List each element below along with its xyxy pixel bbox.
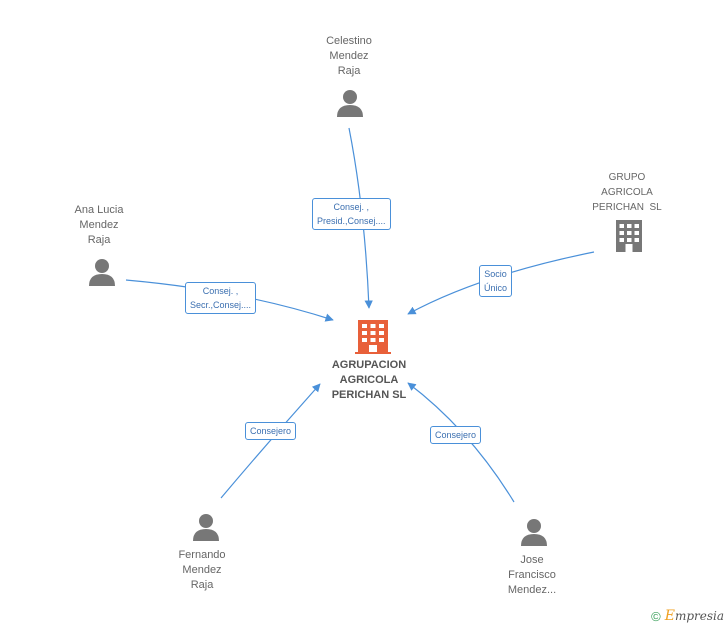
node-name-line: Ana Lucia: [74, 204, 124, 216]
building-icon: [355, 320, 391, 354]
node-name-line: Francisco: [508, 569, 556, 581]
edge-label-line: Consejero: [435, 430, 477, 440]
edge-label-line: Presid.,Consej....: [317, 216, 386, 226]
node-name-line: AGRICOLA: [601, 187, 653, 198]
person-icon: [521, 519, 547, 546]
brand-name: mpresia: [674, 609, 724, 623]
node-name-line: AGRUPACION: [331, 359, 407, 371]
edge-label-line: Consejero: [250, 426, 292, 436]
node-name-line: Celestino: [326, 35, 372, 47]
node-name-line: Jose: [520, 554, 544, 566]
node-name-line: Mendez...: [507, 584, 557, 596]
node-name-line: Raja: [87, 234, 111, 246]
node-name-line: Mendez: [79, 219, 119, 231]
node-name-line: Mendez: [182, 564, 222, 576]
edge-label-line: Socio: [484, 269, 507, 279]
node-name-line: AGRICOLA: [339, 374, 399, 386]
person-icon: [337, 90, 363, 117]
edge-fernando: [220, 383, 321, 499]
building-icon: [616, 220, 642, 252]
node-name-line: Raja: [190, 579, 214, 591]
node-name-line: PERICHAN SL: [331, 389, 407, 401]
node-name-line: GRUPO: [608, 172, 646, 183]
node-jose[interactable]: Jose Francisco Mendez...: [472, 553, 592, 598]
copyright-icon: ©: [651, 608, 661, 624]
node-grupo[interactable]: GRUPO AGRICOLA PERICHAN SL: [567, 170, 687, 215]
edge-label-line: Consej. ,: [202, 286, 239, 296]
brand-initial: E: [664, 608, 675, 624]
edge-label-fernando[interactable]: Consejero: [245, 422, 297, 440]
node-celestino[interactable]: Celestino Mendez Raja: [289, 34, 409, 79]
edge-label-line: Consej. ,: [333, 202, 370, 212]
node-name-line: PERICHAN SL: [592, 202, 662, 213]
node-name-line: Mendez: [329, 50, 369, 62]
edge-label-line: Único: [484, 283, 508, 293]
brand-logo: Empresia: [665, 608, 724, 624]
edge-label-jose[interactable]: Consejero: [430, 426, 482, 444]
node-center-company[interactable]: AGRUPACION AGRICOLA PERICHAN SL: [299, 358, 439, 403]
node-ana[interactable]: Ana Lucia Mendez Raja: [39, 203, 159, 248]
person-icon: [193, 514, 219, 541]
edge-label-line: Secr.,Consej....: [190, 300, 252, 310]
person-icon: [89, 259, 115, 286]
node-name-line: Fernando: [178, 549, 226, 561]
node-name-line: Raja: [337, 65, 361, 77]
node-fernando[interactable]: Fernando Mendez Raja: [142, 548, 262, 593]
edge-label-ana[interactable]: Consej. , Secr.,Consej....: [185, 282, 257, 314]
edge-label-celestino[interactable]: Consej. , Presid.,Consej....: [312, 198, 391, 230]
edge-label-grupo[interactable]: Socio Único: [479, 265, 513, 297]
brand-footer[interactable]: © Empresia: [651, 608, 724, 624]
